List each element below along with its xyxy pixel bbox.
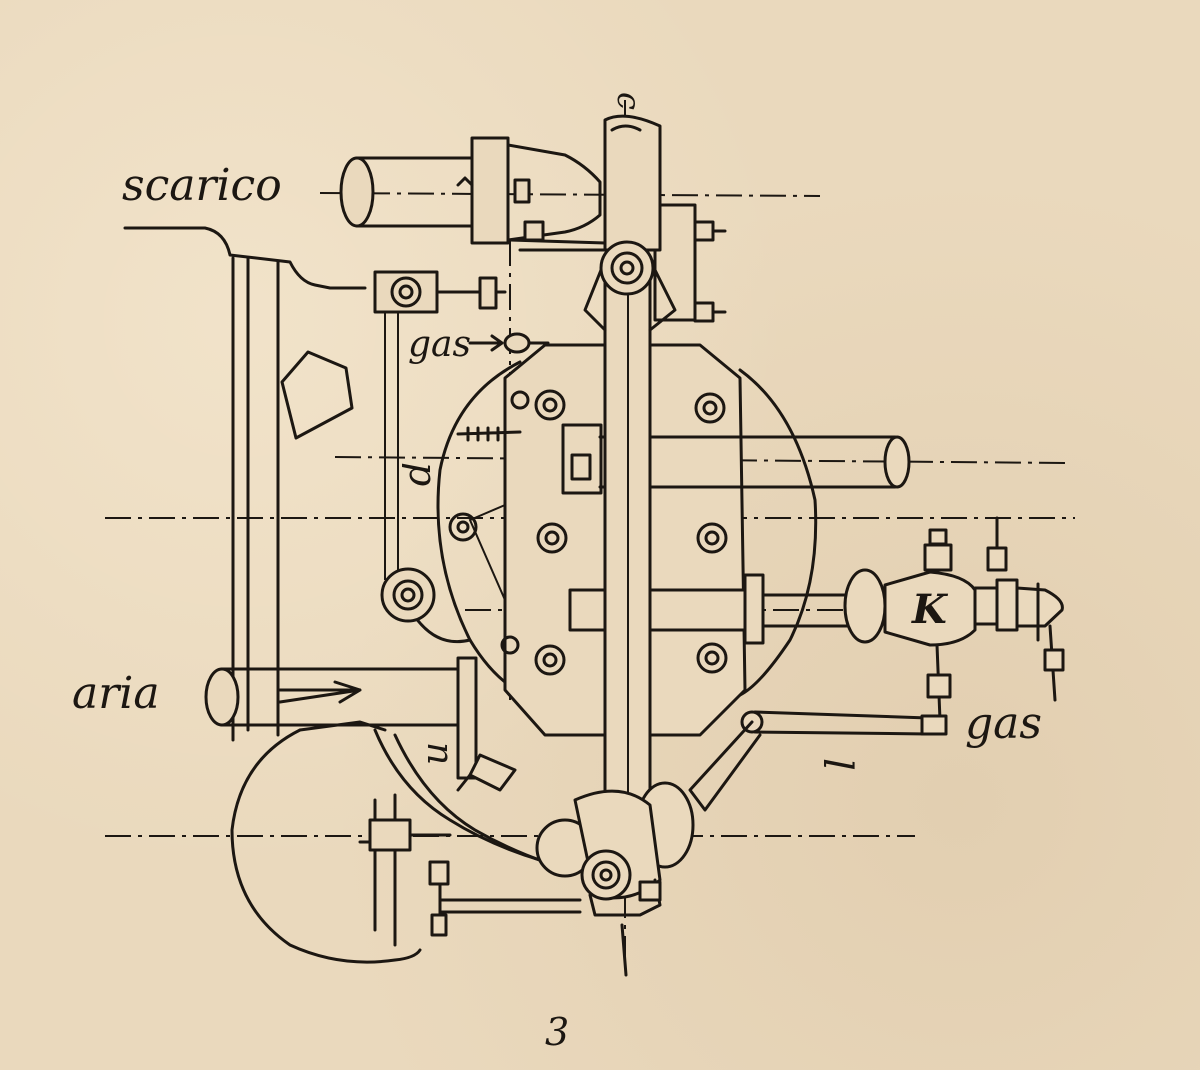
n-rod bbox=[373, 728, 547, 864]
gas-valve-top bbox=[373, 270, 550, 354]
lower-rod bbox=[568, 573, 857, 645]
gas-lever-right bbox=[688, 710, 948, 812]
crank-case bbox=[230, 728, 422, 964]
spring bbox=[456, 426, 522, 442]
crank-eccentric bbox=[535, 781, 695, 977]
port-opening bbox=[280, 350, 354, 440]
page-number: 3 bbox=[545, 1010, 569, 1054]
label-c: c bbox=[610, 92, 648, 110]
engine-frame bbox=[123, 226, 399, 947]
label-l: l bbox=[814, 758, 860, 771]
label-gas-top: gas bbox=[408, 324, 471, 365]
cover-bolts bbox=[448, 389, 728, 676]
label-gas-right: gas bbox=[965, 698, 1042, 749]
label-p: p bbox=[401, 462, 445, 486]
air-pipe bbox=[204, 656, 478, 780]
label-aria: aria bbox=[72, 668, 160, 719]
label-k: K bbox=[911, 586, 949, 633]
exhaust-pipe bbox=[339, 136, 607, 252]
connecting-rod bbox=[583, 114, 677, 872]
left-boss bbox=[380, 567, 436, 623]
lower-linkage bbox=[358, 818, 582, 937]
label-scarico: scarico bbox=[122, 160, 282, 211]
gas-valve-k bbox=[843, 516, 1065, 722]
valve-block bbox=[653, 203, 727, 323]
label-n: n bbox=[419, 742, 460, 765]
